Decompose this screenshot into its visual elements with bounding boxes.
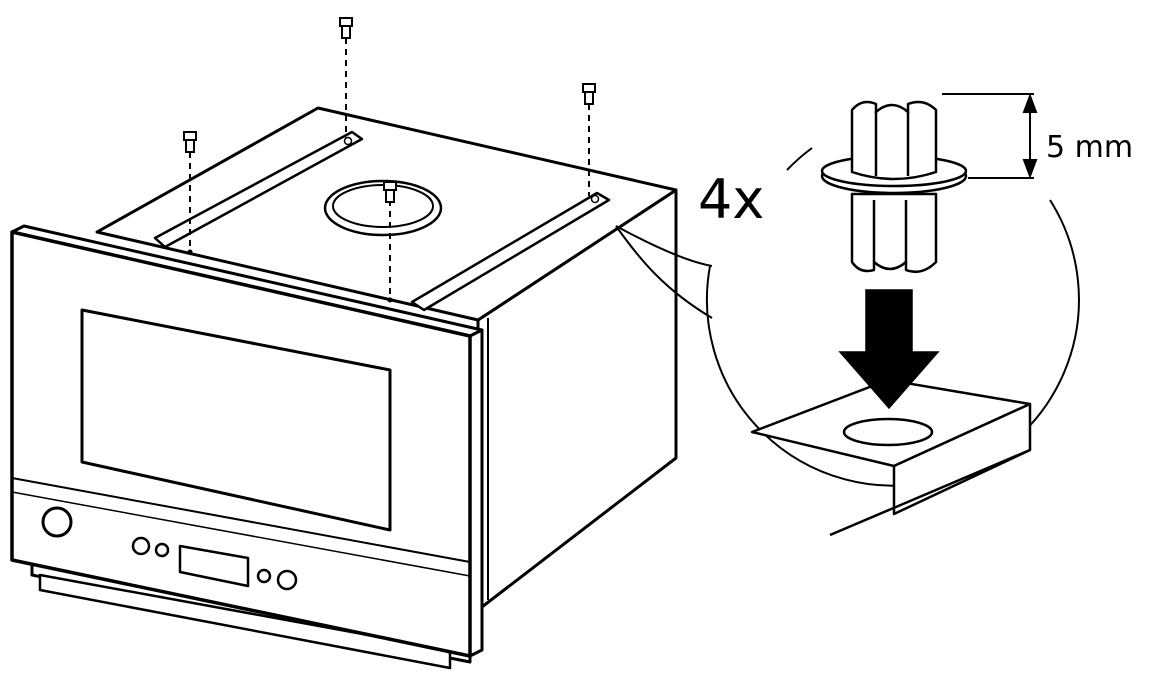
front-frame-right-edge: [468, 328, 484, 658]
screws: [183, 17, 596, 203]
top-vent-inner: [332, 184, 434, 228]
dimension-arrow-up: [1022, 93, 1038, 113]
callout-pointer-2: [615, 225, 713, 267]
oven: [10, 106, 678, 670]
display-panel: [178, 544, 250, 588]
screw-icon: [339, 17, 353, 39]
detail-circle-top: [786, 147, 813, 171]
control-button: [256, 568, 272, 584]
rail-hole: [590, 194, 600, 204]
dimension-arrow-down: [1022, 159, 1038, 179]
screw-icon: [183, 131, 197, 153]
mounting-rail-left: [153, 130, 364, 249]
screw-guides: [189, 38, 590, 300]
rail-hole: [343, 136, 353, 146]
control-button: [131, 536, 151, 556]
mounting-rail-right: [410, 191, 611, 312]
spacer-plug-icon: [820, 100, 968, 273]
board-edge: [829, 448, 1031, 537]
screw-tip: [387, 297, 393, 303]
control-strip-divider-2: [11, 491, 471, 577]
screw-tip: [187, 249, 193, 255]
dimension-label: 5 mm: [1046, 130, 1133, 165]
oven-window: [80, 308, 392, 532]
control-button: [154, 542, 170, 558]
down-arrow-icon: [838, 289, 940, 410]
oven-plinth-foot: [38, 573, 452, 670]
quantity-label: 4x: [698, 168, 764, 231]
detail-board: [750, 378, 1032, 537]
control-knob: [41, 506, 73, 538]
screw-icon: [383, 181, 397, 203]
callout-pointer: [615, 225, 713, 319]
screw-tips: [187, 249, 393, 303]
screw-icon: [582, 83, 596, 105]
board-hole: [842, 417, 934, 447]
dimension-marker: [942, 93, 1038, 179]
control-strip-divider: [11, 477, 471, 563]
control-button: [276, 569, 298, 591]
